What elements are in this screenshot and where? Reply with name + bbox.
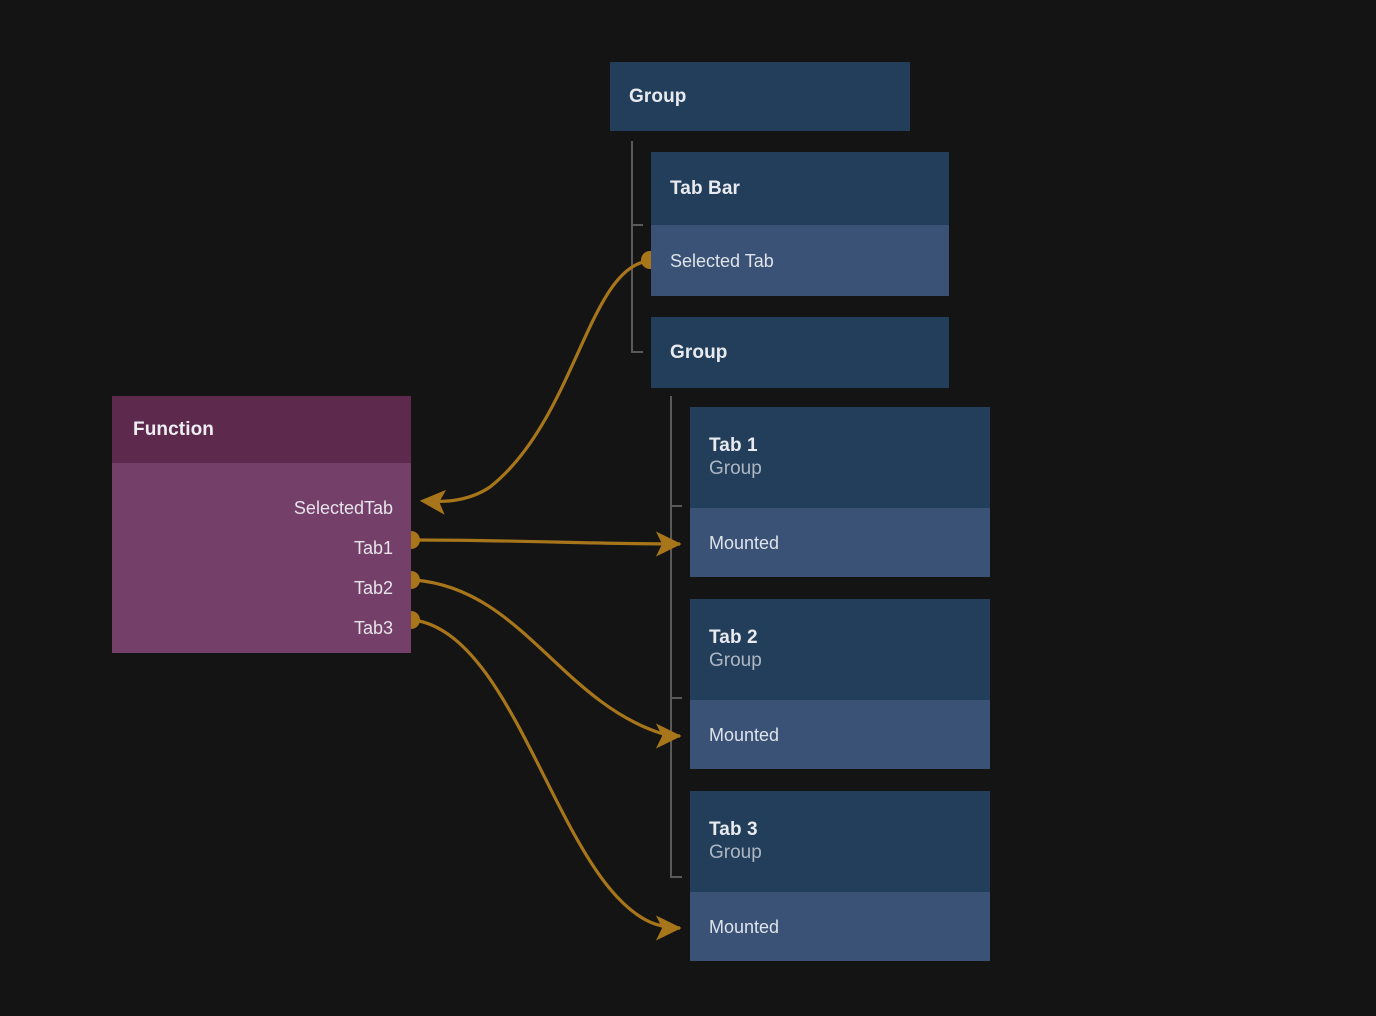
- node-tab-3-header: Tab 3 Group: [690, 791, 990, 892]
- tree-line-inner-vertical: [670, 396, 672, 878]
- port-label-tab3: Tab3: [353, 618, 393, 638]
- node-tab-3[interactable]: Tab 3 Group Mounted: [690, 791, 990, 961]
- node-group-inner[interactable]: Group: [651, 317, 949, 388]
- tree-line-branch-group-inner: [631, 351, 643, 353]
- tree-line-root-vertical: [631, 141, 633, 353]
- row-label-mounted-tab-1: Mounted: [709, 532, 780, 553]
- node-group-inner-header: Group: [651, 317, 949, 388]
- node-tab-1-row-mounted[interactable]: Mounted: [690, 508, 990, 577]
- port-label-tab1: Tab1: [353, 538, 393, 558]
- node-tab-3-row-mounted[interactable]: Mounted: [690, 892, 990, 961]
- node-tab-2-row-mounted[interactable]: Mounted: [690, 700, 990, 769]
- node-tab-2[interactable]: Tab 2 Group Mounted: [690, 599, 990, 769]
- node-tab-2-subtitle: Group: [709, 649, 762, 671]
- node-tab-2-header: Tab 2 Group: [690, 599, 990, 700]
- node-function[interactable]: Function SelectedTab Tab1 Tab2 Tab3: [112, 396, 411, 653]
- node-tab-bar-header: Tab Bar: [651, 152, 949, 225]
- edge-tab2: [402, 571, 682, 749]
- node-group-inner-title: Group: [670, 341, 728, 363]
- port-row-selectedtab[interactable]: SelectedTab: [112, 488, 411, 528]
- node-group-root-title: Group: [629, 85, 687, 107]
- node-tab-bar[interactable]: Tab Bar Selected Tab: [651, 152, 949, 296]
- node-tab-bar-row-selected-tab[interactable]: Selected Tab: [651, 225, 949, 296]
- tree-line-branch-tab1: [670, 505, 682, 507]
- node-tab-bar-title: Tab Bar: [670, 177, 741, 199]
- edge-selectedtab: [419, 251, 659, 515]
- edge-tab1: [402, 531, 682, 557]
- row-label-selected-tab: Selected Tab: [670, 250, 774, 271]
- node-function-body: SelectedTab Tab1 Tab2 Tab3: [112, 463, 411, 653]
- row-label-mounted-tab-2: Mounted: [709, 724, 780, 745]
- tree-line-branch-tabbar: [631, 224, 643, 226]
- row-label-mounted-tab-3: Mounted: [709, 916, 780, 937]
- node-tab-1[interactable]: Tab 1 Group Mounted: [690, 407, 990, 577]
- tree-line-branch-tab2: [670, 697, 682, 699]
- port-row-tab3[interactable]: Tab3: [112, 608, 411, 648]
- node-tab-1-title: Tab 1: [709, 434, 758, 456]
- node-tab-3-title: Tab 3: [709, 818, 758, 840]
- node-tab-1-subtitle: Group: [709, 457, 762, 479]
- node-tab-1-header: Tab 1 Group: [690, 407, 990, 508]
- edge-tab3: [402, 611, 682, 941]
- node-function-title: Function: [133, 418, 215, 440]
- port-row-tab1[interactable]: Tab1: [112, 528, 411, 568]
- port-label-tab2: Tab2: [353, 578, 393, 598]
- tree-line-branch-tab3: [670, 876, 682, 878]
- node-tab-2-title: Tab 2: [709, 626, 758, 648]
- node-tab-3-subtitle: Group: [709, 841, 762, 863]
- node-group-root-header: Group: [610, 62, 910, 131]
- port-row-tab2[interactable]: Tab2: [112, 568, 411, 608]
- port-label-selectedtab: SelectedTab: [293, 498, 393, 518]
- node-group-root[interactable]: Group: [610, 62, 910, 131]
- node-function-header: Function: [112, 396, 411, 463]
